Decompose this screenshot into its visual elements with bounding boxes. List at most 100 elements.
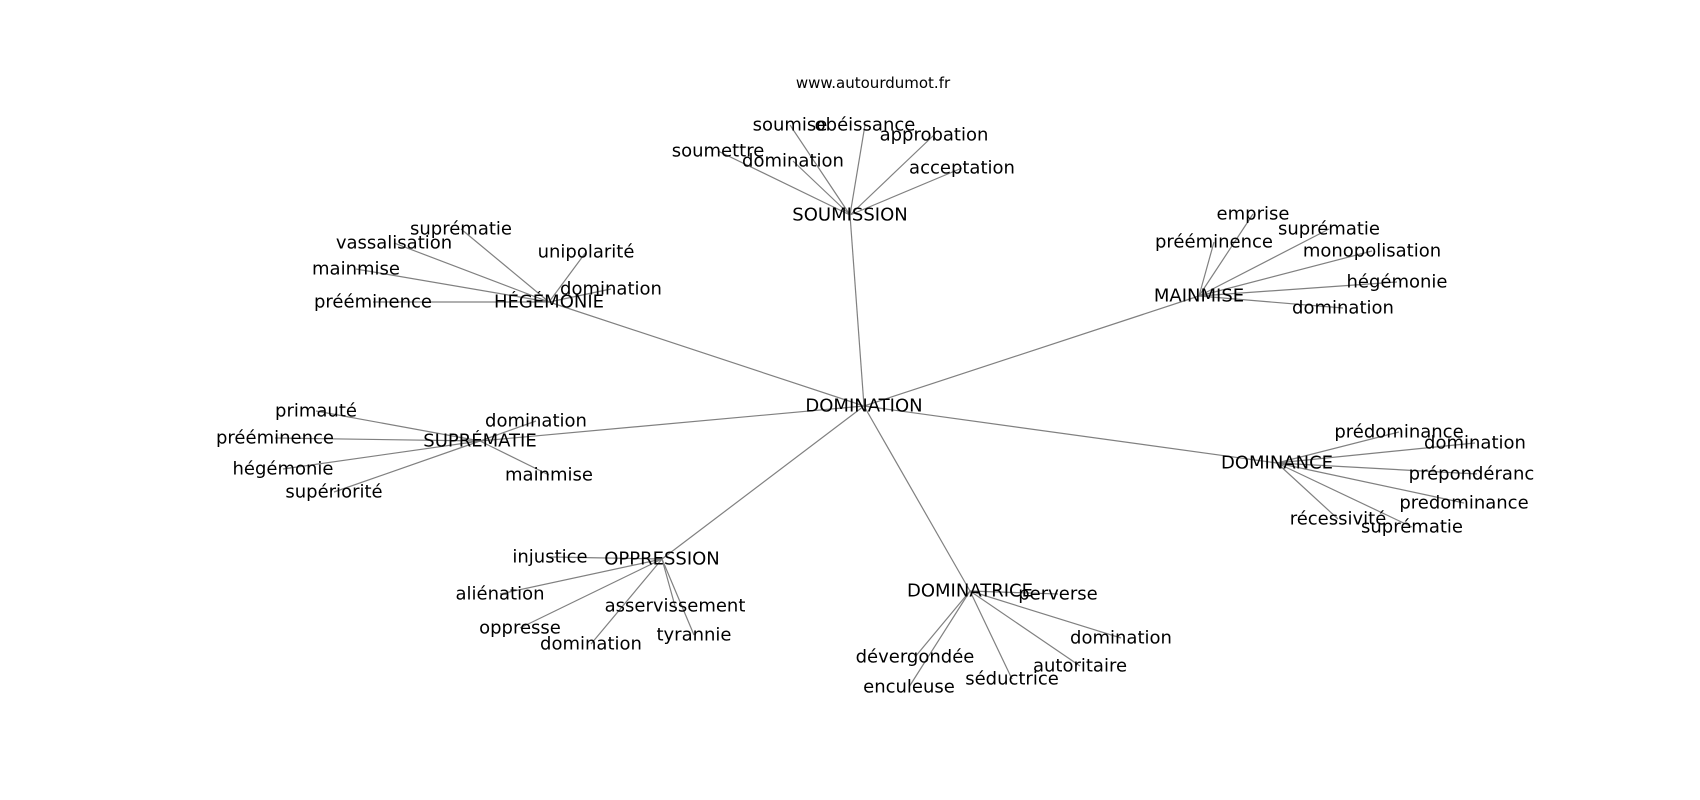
leaf-word-hegemonie: suprématie (410, 219, 512, 240)
leaf-word-soumission: domination (742, 151, 844, 172)
leaf-word-mainmise: emprise (1217, 204, 1290, 225)
root-node-label: DOMINATION (805, 396, 922, 417)
edge-oppression-word (661, 558, 695, 636)
leaf-word-dominatrice: perverse (1018, 584, 1097, 605)
leaf-word-oppression: injustice (512, 547, 587, 568)
leaf-word-suprematie: domination (485, 411, 587, 432)
leaf-word-soumission: soumise (753, 115, 828, 136)
leaf-word-soumission: approbation (880, 125, 989, 146)
edge-dominance-word (1276, 462, 1465, 504)
edge-dominance-word (1276, 462, 1413, 528)
edge-oppression-word (499, 558, 663, 595)
leaf-word-oppression: tyrannie (656, 625, 731, 646)
leaf-word-suprematie: prééminence (216, 428, 334, 449)
edge-suprematie-word (315, 410, 481, 442)
edge-root-oppression (661, 405, 865, 560)
edge-dominatrice-word (908, 590, 971, 688)
watermark: www.autourdumot.fr (796, 74, 951, 92)
cluster-node-dominatrice: DOMINATRICE (907, 581, 1033, 602)
leaf-word-mainmise: suprématie (1278, 219, 1380, 240)
leaf-word-hegemonie: domination (560, 279, 662, 300)
leaf-word-oppression: domination (540, 634, 642, 655)
leaf-word-hegemonie: vassalisation (336, 233, 452, 254)
leaf-word-dominatrice: domination (1070, 628, 1172, 649)
edge-dominance-word (1276, 462, 1339, 520)
edge-suprematie-word (282, 440, 481, 470)
edge-dominatrice-word (969, 590, 1081, 667)
edge-oppression-word (661, 558, 676, 607)
edge-hegemonie-word (548, 288, 612, 303)
edge-oppression-word (519, 558, 663, 629)
edge-dominance-word (1276, 462, 1478, 475)
leaf-word-suprematie: supériorité (285, 482, 382, 503)
edge-root-hegemonie (548, 301, 865, 407)
edge-soumission-word (792, 160, 851, 216)
edge-dominatrice-word (914, 590, 971, 658)
edge-mainmise-word (1198, 250, 1373, 297)
cluster-node-suprematie: SUPRÉMATIE (423, 430, 536, 452)
cluster-node-dominance: DOMINANCE (1221, 453, 1333, 474)
edge-soumission-word (849, 167, 963, 216)
edge-hegemonie-word (460, 228, 550, 303)
page-margin-right (1534, 0, 1700, 800)
edge-suprematie-word (333, 440, 481, 493)
edge-mainmise-word (1198, 241, 1215, 297)
leaf-word-dominatrice: séductrice (965, 669, 1059, 690)
leaf-word-mainmise: domination (1292, 298, 1394, 319)
edge-suprematie-word (479, 440, 550, 476)
edge-hegemonie-word (355, 268, 550, 303)
leaf-word-dominatrice: dévergondée (856, 647, 975, 668)
edge-mainmise-word (1198, 228, 1330, 297)
edge-suprematie-word (274, 437, 481, 442)
edge-mainmise-word (1198, 213, 1254, 297)
cluster-node-oppression: OPPRESSION (604, 549, 720, 570)
cluster-node-hegemonie: HÉGÉMONIE (494, 291, 604, 313)
leaf-word-soumission: soumettre (672, 141, 765, 162)
leaf-word-dominance: récessivité (1290, 509, 1387, 530)
leaf-word-mainmise: prééminence (1155, 232, 1273, 253)
edge-mainmise-word (1198, 295, 1344, 309)
leaf-word-dominance: prépondérance (1409, 464, 1546, 485)
leaf-word-soumission: obéissance (815, 115, 916, 136)
leaf-word-suprematie: mainmise (505, 465, 593, 486)
leaf-word-oppression: aliénation (455, 584, 544, 605)
leaf-word-dominance: suprématie (1361, 517, 1463, 538)
edge-soumission-word (849, 134, 935, 216)
leaf-word-suprematie: hégémonie (232, 459, 333, 480)
leaf-word-hegemonie: prééminence (314, 292, 432, 313)
edge-dominatrice-word (969, 590, 1013, 680)
leaf-word-hegemonie: mainmise (312, 259, 400, 280)
graph-edges (274, 124, 1478, 688)
edge-dominance-word (1276, 442, 1476, 464)
graph-labels: DOMINATION SOUMISSION soumiseobéissanceapp… (216, 115, 1545, 698)
edge-mainmise-word (1198, 281, 1398, 297)
leaf-word-soumission: acceptation (909, 158, 1015, 179)
cluster-node-soumission: SOUMISSION (792, 205, 907, 226)
leaf-word-mainmise: hégémonie (1346, 272, 1447, 293)
leaf-word-dominance: domination (1424, 433, 1526, 454)
edge-root-suprematie (479, 405, 865, 442)
leaf-word-hegemonie: unipolarité (538, 242, 635, 263)
leaf-word-dominance: prédominance (1334, 422, 1463, 443)
edge-soumission-word (789, 124, 851, 216)
edge-root-mainmise (863, 295, 1200, 407)
cluster-node-mainmise: MAINMISE (1154, 286, 1244, 307)
edge-suprematie-word (479, 420, 537, 442)
edge-dominance-word (1276, 431, 1400, 464)
edge-hegemonie-word (393, 242, 550, 303)
edge-dominatrice-word (969, 590, 1059, 595)
edge-soumission-word (717, 150, 851, 216)
edge-dominatrice-word (969, 590, 1122, 639)
leaf-word-oppression: oppresse (479, 618, 561, 639)
leaf-word-dominance: predominance (1399, 493, 1528, 514)
edge-hegemonie-word (548, 251, 587, 303)
edge-oppression-word (590, 558, 663, 645)
leaf-word-mainmise: monopolisation (1303, 241, 1441, 262)
leaf-word-dominatrice: enculeuse (863, 677, 955, 698)
edge-root-dominatrice (863, 405, 971, 592)
leaf-word-suprematie: primauté (275, 401, 357, 422)
edge-soumission-word (849, 124, 866, 216)
edge-oppression-word (549, 556, 663, 560)
leaf-word-dominatrice: autoritaire (1033, 656, 1127, 677)
